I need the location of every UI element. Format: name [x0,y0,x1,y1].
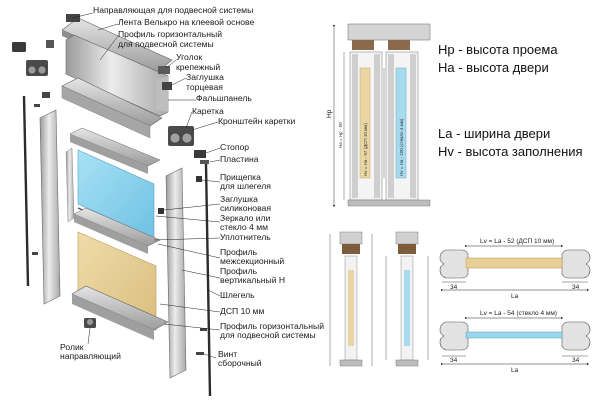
exploded-view [12,14,212,397]
label-corner: Уголок [176,52,202,62]
dim-side-offset-2: 34 [572,284,580,291]
screw-left [34,104,40,107]
label-mirror-2: стекло 4 мм [220,222,268,232]
side-insert [65,147,75,223]
glass-plan-fill [465,331,563,339]
label-vert-profile-2: вертикальный Н [220,275,285,285]
label-carriage-bracket: Кронштейн каретки [218,116,295,126]
dsp-plan-left-profile [439,249,469,279]
dim-side-offset-3: 34 [450,357,458,364]
dsp-plan-right-profile [561,249,591,279]
label-stopper: Стопор [220,142,249,152]
label-bottom-profile-2: для подвесной системы [220,330,316,340]
plan-profiles: Lv = La - 52 (ДСП 10 мм) La 34 34 Lv = L… [439,238,591,374]
label-vert-profile: Профиль [220,266,258,276]
label-fascia: Фальшпанель [196,93,252,103]
label-roller-2: направляющий [60,351,121,361]
dim-hp: Hp [326,109,333,118]
guide-roller [84,318,96,328]
label-top-profile-2: для подвесной системы [118,39,214,49]
label-screw: Винт [218,349,237,359]
label-mid-profile-2: межсекционный [220,256,284,266]
label-carriage: Каретка [192,106,224,116]
dim-hv-dsp: Hv = Ha - 97 (ДСП 10 мм) [363,123,368,176]
front-view-diagram: Hp Ha = Hp - 50 Hv = Ha - 97 (ДСП 10 мм)… [326,23,431,208]
legend-ha: Ha - высота двери [438,60,549,75]
top-left-bracket [12,40,54,52]
dim-la-top: La [511,293,519,300]
label-dsp: ДСП 10 мм [220,306,264,316]
label-clip: Прищепка [220,172,261,182]
silicone-cap-part [158,208,164,214]
label-screw-2: сборочный [218,358,262,368]
end-cap-left [42,92,50,98]
dim-side-offset-1: 34 [450,284,458,291]
left-vertical-profile [39,109,61,305]
label-roller: Ролик [60,342,84,352]
label-mirror: Зеркало или [220,213,271,223]
carriage-right [168,126,194,146]
label-seal: Уплотнитель [220,232,271,242]
clip-part [196,176,202,182]
glass-plan-left-profile [439,321,469,351]
dim-hv-glass: Hv = Ha - 100 (стекло 4 мм) [399,118,404,176]
part-labels: Направляющая для подвесной системы Лента… [60,5,324,368]
label-schlegel: Шлегель [220,290,255,300]
dim-side-offset-4: 34 [572,357,580,364]
label-end-cap-2: торцевая [186,82,223,92]
label-silicone-cap: Заглушка [220,194,258,204]
schlegel-left [22,95,30,287]
end-cap-right [162,82,172,90]
carriage-left [26,60,48,76]
plate-part [200,160,209,164]
label-bottom-profile: Профиль горизонтальный [220,321,324,331]
leader-lines [71,12,221,359]
corner-bracket [158,66,170,74]
dim-la-bottom: La [511,367,519,374]
assembly-screw-b [200,328,207,331]
label-corner-2: крепежный [176,62,220,72]
stopper-part [194,150,206,158]
legend-hv: Hv - высота заполнения [438,144,583,159]
schlegel-right [204,163,212,397]
assembly-screw-c [196,352,204,355]
label-velcro: Лента Велькро на клеевой основе [118,17,254,27]
legend-hp: Hp - высота проема [438,42,558,57]
dim-ha-formula: Ha = Hp - 50 [338,122,343,148]
label-clip-2: для шлегеля [220,181,271,191]
dsp-panel [77,231,157,331]
dim-lv-dsp: Lv = La - 52 (ДСП 10 мм) [480,238,554,245]
section-views [329,231,429,367]
label-end-cap: Заглушка [186,72,224,82]
dim-lv-glass: Lv = La - 54 (стекло 4 мм) [480,310,557,317]
legend-la: La - ширина двери [438,126,551,141]
vertical-h-profile [165,167,187,379]
dsp-plan-fill [465,257,563,269]
label-plate: Пластина [220,154,259,164]
label-silicone-cap-2: силиконовая [220,203,271,213]
glass-plan-right-profile [561,321,591,351]
label-mid-profile: Профиль [220,247,258,257]
label-top-profile: Профиль горизонтальный [118,29,222,39]
upper-mid-profile [69,127,161,167]
label-guide-top: Направляющая для подвесной системы [93,5,253,15]
assembly-screw-a [32,252,38,255]
